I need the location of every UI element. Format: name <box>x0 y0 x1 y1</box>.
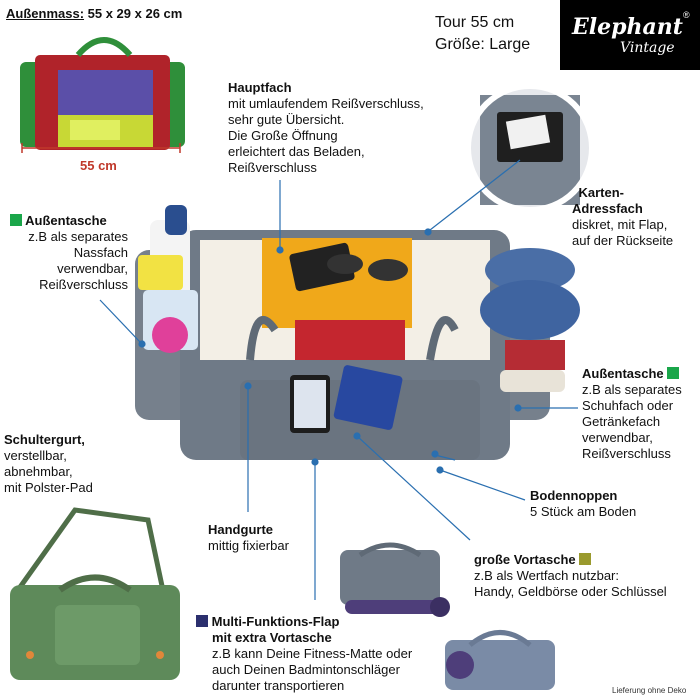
vortasche-title: große Vortasche <box>474 552 576 567</box>
green-bag-illustration <box>10 507 180 680</box>
navy-square-icon <box>196 615 208 627</box>
main-bag-illustration <box>135 205 580 460</box>
aussentasche-left-line: z.B als separates <box>28 229 128 244</box>
size-tour: Tour 55 cm <box>435 14 515 31</box>
hauptfach-title: Hauptfach <box>228 80 292 95</box>
bodennoppen-callout: Bodennoppen 5 Stück am Boden <box>530 488 636 520</box>
aussentasche-left-line: Reißverschluss <box>39 277 128 292</box>
schultergurt-title: Schultergurt, <box>4 432 85 447</box>
dimensions-heading: Außenmass: <box>6 6 85 21</box>
aussentasche-right-line: z.B als separates <box>582 382 682 397</box>
handgurte-line: mittig fixierbar <box>208 538 289 553</box>
schultergurt-line: abnehmbar, <box>4 464 73 479</box>
logo-line2: Vintage <box>620 40 675 56</box>
footnote: Lieferung ohne Deko <box>612 686 687 695</box>
aussentasche-right-title: Außentasche <box>582 366 664 381</box>
olive-square-icon <box>579 553 592 565</box>
vortasche-line: Handy, Geldbörse oder Schlüssel <box>474 584 667 599</box>
card-pocket-illustration <box>465 83 595 213</box>
schultergurt-callout: Schultergurt, verstellbar, abnehmbar, mi… <box>4 432 93 496</box>
hauptfach-callout: Hauptfach mit umlaufendem Reißverschluss… <box>228 80 424 176</box>
schultergurt-line: mit Polster-Pad <box>4 480 93 495</box>
flap-title: mit extra Vortasche <box>212 630 332 645</box>
hauptfach-line: Die Große Öffnung <box>228 128 338 143</box>
karten-title: Adressfach <box>572 201 643 216</box>
hauptfach-line: Reißverschluss <box>228 160 317 175</box>
logo-registered: ® <box>683 10 690 20</box>
aussentasche-right-callout: Außentasche z.B als separates Schuhfach … <box>582 366 697 462</box>
flap-line: auch Deinen Badmintonschläger <box>212 662 400 677</box>
karten-callout: Karten- Adressfach diskret, mit Flap, au… <box>572 185 697 249</box>
karten-title: Karten- <box>578 185 624 200</box>
hauptfach-line: mit umlaufendem Reißverschluss, <box>228 96 424 111</box>
size-grosse: Größe: Large <box>435 36 531 53</box>
flap-title: Multi-Funktions-Flap <box>211 614 340 629</box>
aussentasche-right-line: Getränkefach <box>582 414 661 429</box>
aussentasche-right-line: verwendbar, <box>582 430 653 445</box>
karten-line: auf der Rückseite <box>572 233 674 248</box>
flap-line: darunter transportieren <box>212 678 345 693</box>
aussentasche-left-title: Außentasche <box>25 213 107 228</box>
vortasche-callout: große Vortasche z.B als Wertfach nutzbar… <box>474 552 667 600</box>
handgurte-title: Handgurte <box>208 522 273 537</box>
bag-back-illustration <box>445 630 555 690</box>
schultergurt-line: verstellbar, <box>4 448 67 463</box>
dimensions-value: 55 x 29 x 26 cm <box>84 6 183 21</box>
bodennoppen-line: 5 Stück am Boden <box>530 504 637 519</box>
aussentasche-right-line: Reißverschluss <box>582 446 671 461</box>
dimensions-label: Außenmass: 55 x 29 x 26 cm <box>6 6 182 22</box>
aussentasche-left-line: verwendbar, <box>57 261 128 276</box>
dimension-bag-illustration <box>20 37 185 153</box>
flap-line: z.B kann Deine Fitness-Matte oder <box>212 646 413 661</box>
aussentasche-left-line: Nassfach <box>73 245 128 260</box>
size-info: Tour 55 cm Größe: Large <box>435 12 530 56</box>
bodennoppen-title: Bodennoppen <box>530 488 618 503</box>
aussentasche-left-callout: Außentasche z.B als separates Nassfach v… <box>10 213 128 293</box>
leader-lines <box>99 159 578 600</box>
green-square-icon <box>10 214 22 226</box>
flap-callout: Multi-Funktions-Flap mit extra Vortasche… <box>196 614 412 694</box>
green-square-icon <box>667 367 680 379</box>
hauptfach-line: sehr gute Übersicht. <box>228 112 345 127</box>
karten-line: diskret, mit Flap, <box>572 217 668 232</box>
vortasche-line: z.B als Wertfach nutzbar: <box>474 568 619 583</box>
hauptfach-line: erleichtert das Beladen, <box>228 144 365 159</box>
logo-line1: Elephant <box>572 14 683 40</box>
width-label: 55 cm <box>80 158 117 173</box>
small-bag-with-mat-illustration <box>340 542 450 617</box>
aussentasche-right-line: Schuhfach oder <box>582 398 674 413</box>
brand-logo: Elephant ® Vintage <box>560 0 700 70</box>
handgurte-callout: Handgurte mittig fixierbar <box>208 522 289 554</box>
